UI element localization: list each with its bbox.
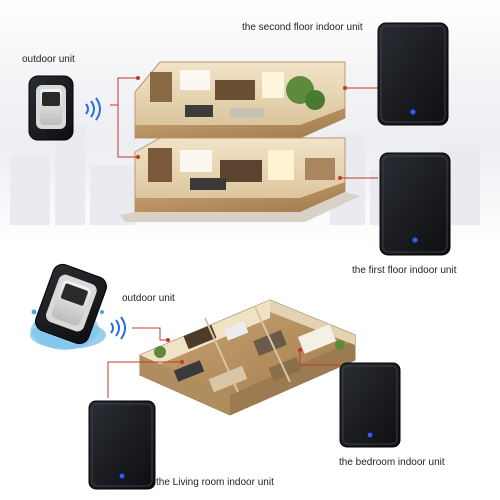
bedroom-label: the bedroom indoor unit	[339, 457, 445, 468]
outdoor-unit-label-top: outdoor unit	[22, 54, 75, 65]
apartment-floorplan-cutaway	[139, 299, 356, 416]
first-floor-label: the first floor indoor unit	[352, 265, 457, 276]
indicator-led-icon	[412, 237, 418, 243]
two-storey-house-cutaway	[120, 61, 360, 222]
first-floor-indoor-unit	[379, 152, 451, 256]
wireless-signal-icon	[80, 96, 106, 122]
second-floor-indoor-unit	[377, 22, 449, 126]
indicator-led-icon	[410, 109, 416, 115]
second-floor-label: the second floor indoor unit	[242, 22, 363, 33]
bottom-connector-lines	[107, 327, 340, 398]
outdoor-unit-label-bottom: outdoor unit	[122, 293, 175, 304]
outdoor-unit-bottom	[31, 260, 110, 347]
indicator-led-icon	[119, 473, 125, 479]
top-connector-lines	[110, 77, 378, 179]
indicator-led-icon	[367, 432, 373, 438]
living-room-label: the Living room indoor unit	[156, 477, 274, 488]
bedroom-indoor-unit	[339, 362, 401, 448]
outdoor-unit-top	[28, 75, 74, 141]
wireless-signal-icon	[106, 316, 130, 340]
living-room-indoor-unit	[88, 400, 156, 490]
